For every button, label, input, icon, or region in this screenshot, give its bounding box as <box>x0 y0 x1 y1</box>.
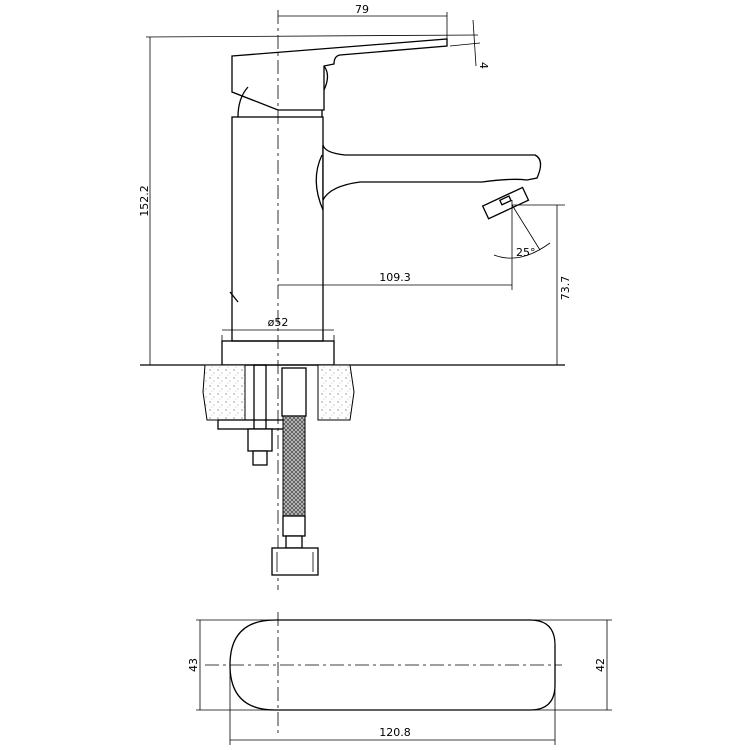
spout-joint <box>315 154 324 211</box>
dimensions: 79 4 152.2 25° 109.3 73.7 ø52 <box>138 3 572 365</box>
hose-connector <box>281 367 307 417</box>
dim-spout-reach: 109.3 <box>379 271 411 284</box>
hose-nut <box>271 547 319 576</box>
spout <box>322 144 542 201</box>
fixing-nut <box>247 428 273 452</box>
dim-total-height: 152.2 <box>138 185 151 217</box>
dim-spout-height: 73.7 <box>559 276 572 301</box>
aerator <box>481 186 530 220</box>
dim-spout-angle: 25° <box>516 246 536 259</box>
dim-top-length: 120.8 <box>379 726 411 739</box>
lever-handle <box>231 38 448 111</box>
mounting-assembly <box>202 364 355 576</box>
dim-top-right-width: 42 <box>594 658 607 672</box>
counter-section-right <box>317 364 355 421</box>
side-view <box>140 10 565 590</box>
dim-base-diameter: ø52 <box>268 316 289 329</box>
cartridge-cap <box>237 86 323 118</box>
braided-hose <box>282 415 306 517</box>
break-mark <box>229 291 239 303</box>
top-view: 43 42 120.8 <box>187 612 612 745</box>
counter-section-left <box>202 364 246 421</box>
dim-handle-reach: 79 <box>355 3 369 16</box>
dim-top-left-width: 43 <box>187 658 200 672</box>
dim-handle-tilt: 4 <box>477 62 490 69</box>
tap-body <box>231 116 324 342</box>
handle-button <box>323 65 329 91</box>
